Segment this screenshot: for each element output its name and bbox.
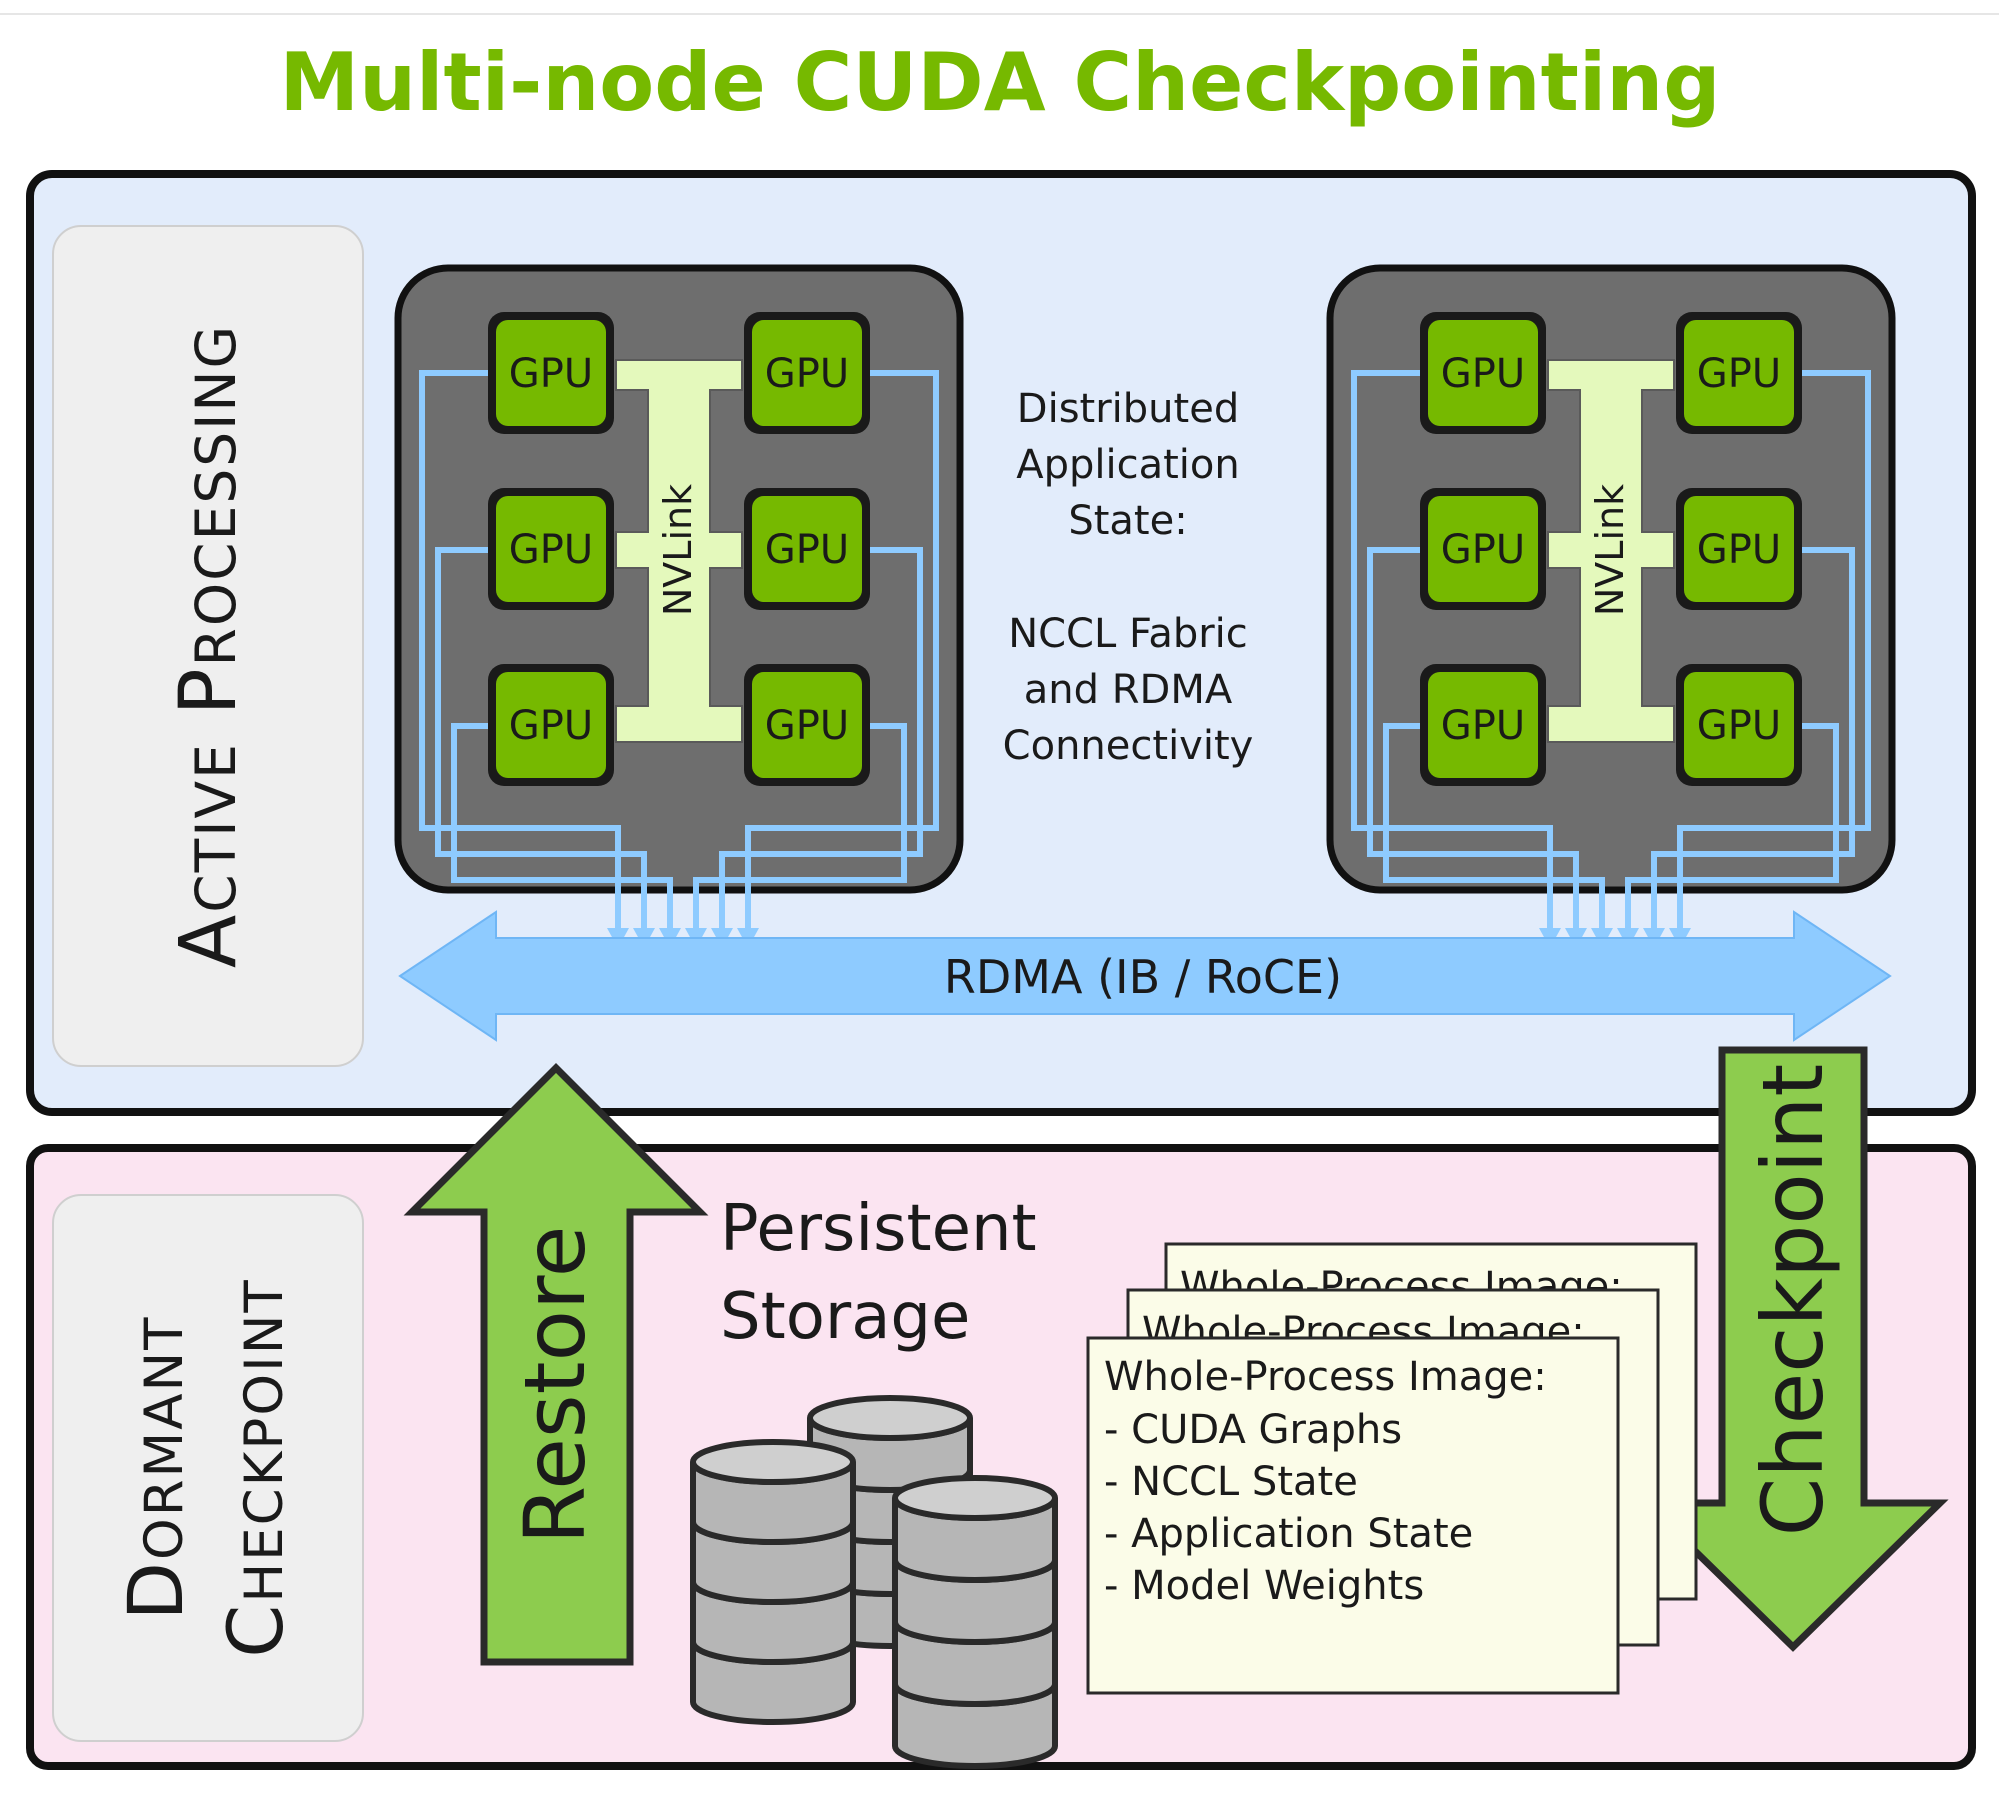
- checkpoint-label: Checkpoint: [1744, 1064, 1842, 1537]
- distributed-state-text: Distributed Application State: NCCL Fabr…: [1003, 386, 1254, 769]
- gpu-chip: GPU: [744, 664, 870, 786]
- gpu-label: GPU: [1697, 703, 1781, 749]
- storage-database-icon: [690, 1395, 1058, 1769]
- gpu-chip: GPU: [1420, 312, 1546, 434]
- nvlink-bus: NVLink: [615, 359, 743, 743]
- link-wire: [419, 370, 621, 930]
- gpu-chip: GPU: [1420, 488, 1546, 610]
- gpu-label: GPU: [509, 527, 593, 573]
- gpu-label: GPU: [509, 351, 593, 397]
- rdma-arrow: RDMA (IB / RoCE): [398, 910, 1892, 1042]
- doc-item: - Model Weights: [1104, 1563, 1424, 1609]
- nvlink-label: NVLink: [656, 484, 700, 616]
- db-cylinder: [690, 1439, 856, 1725]
- doc-item: - CUDA Graphs: [1104, 1407, 1402, 1453]
- nccl-links: [419, 370, 939, 948]
- doc-item: - Application State: [1104, 1511, 1473, 1557]
- nvlink-bus: NVLink: [1547, 359, 1675, 743]
- gpu-label: GPU: [1441, 527, 1525, 573]
- active-label-box: [52, 225, 364, 1067]
- link-wire: [1625, 723, 1839, 930]
- rdma-label: RDMA (IB / RoCE): [944, 950, 1342, 1004]
- gpu-label: GPU: [1441, 351, 1525, 397]
- link-wire: [451, 723, 673, 930]
- gpu-chip: GPU: [744, 312, 870, 434]
- center-text-line: Distributed: [1017, 386, 1239, 432]
- gpu-chip: GPU: [488, 312, 614, 434]
- link-wire: [1677, 370, 1871, 930]
- gpu-chip: GPU: [1676, 664, 1802, 786]
- center-text-line: NCCL Fabric: [1008, 611, 1248, 657]
- nccl-links: [1351, 370, 1871, 948]
- gpu-label: GPU: [1697, 527, 1781, 573]
- gpu-label: GPU: [1441, 703, 1525, 749]
- restore-label: Restore: [506, 1226, 604, 1545]
- gpu-chip: GPU: [1676, 488, 1802, 610]
- gpu-label: GPU: [1697, 351, 1781, 397]
- link-wire: [693, 723, 907, 930]
- link-wire: [745, 370, 939, 930]
- gpu-label: GPU: [765, 351, 849, 397]
- storage-label-line1: Persistent: [720, 1192, 1037, 1266]
- center-text-line: State:: [1068, 498, 1187, 544]
- storage-label-line2: Storage: [720, 1280, 970, 1354]
- gpu-chip: GPU: [488, 664, 614, 786]
- gpu-chip: GPU: [1420, 664, 1546, 786]
- center-text-line: Application: [1016, 442, 1240, 488]
- gpu-label: GPU: [765, 527, 849, 573]
- dormant-label-line1: Dormant: [111, 1315, 200, 1620]
- doc-item: - NCCL State: [1104, 1459, 1358, 1505]
- link-wire: [1383, 723, 1605, 930]
- checkpoint-arrow: Checkpoint: [1637, 1046, 1949, 1652]
- center-text-line: Connectivity: [1003, 723, 1254, 769]
- active-processing-label: Active Processing: [164, 324, 254, 968]
- db-cylinder: [892, 1475, 1058, 1769]
- doc-title: Whole-Process Image:: [1104, 1354, 1547, 1400]
- gpu-label: GPU: [765, 703, 849, 749]
- gpu-chip: GPU: [744, 488, 870, 610]
- nvlink-label: NVLink: [1588, 484, 1632, 616]
- image-document-stack: Whole-Process Image: Whole-Process Image…: [1086, 1242, 1698, 1695]
- diagram-title: Multi-node CUDA Checkpointing: [279, 36, 1720, 129]
- link-wire: [1351, 370, 1553, 930]
- dormant-label-line2: Checkpoint: [211, 1278, 300, 1658]
- gpu-label: GPU: [509, 703, 593, 749]
- gpu-chip: GPU: [1676, 312, 1802, 434]
- dormant-label-box: [52, 1194, 364, 1742]
- restore-arrow: Restore: [403, 1063, 709, 1666]
- doc-front: [1086, 1336, 1620, 1695]
- center-text-line: and RDMA: [1024, 667, 1233, 713]
- gpu-chip: GPU: [488, 488, 614, 610]
